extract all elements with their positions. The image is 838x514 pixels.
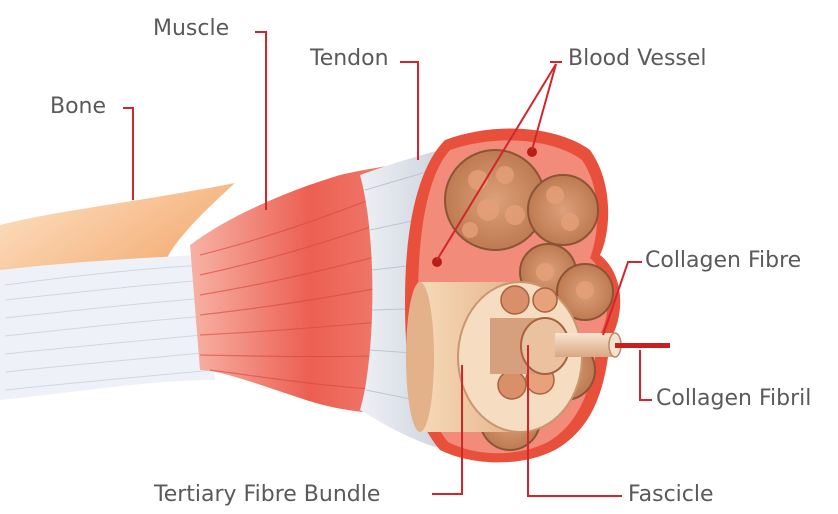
label-muscle: Muscle <box>153 18 229 40</box>
label-blood-vessel: Blood Vessel <box>568 48 707 70</box>
label-tendon: Tendon <box>310 48 389 70</box>
collagen-fibril-shape <box>615 343 670 348</box>
bone-attachment <box>0 255 215 400</box>
label-bone: Bone <box>50 96 106 118</box>
label-fascicle: Fascicle <box>628 484 714 506</box>
collagen-fibre-shape <box>555 333 621 357</box>
label-tertiary-fibre-bundle: Tertiary Fibre Bundle <box>154 484 380 506</box>
label-collagen-fibre: Collagen Fibre <box>645 250 801 272</box>
label-collagen-fibril: Collagen Fibril <box>656 388 811 410</box>
